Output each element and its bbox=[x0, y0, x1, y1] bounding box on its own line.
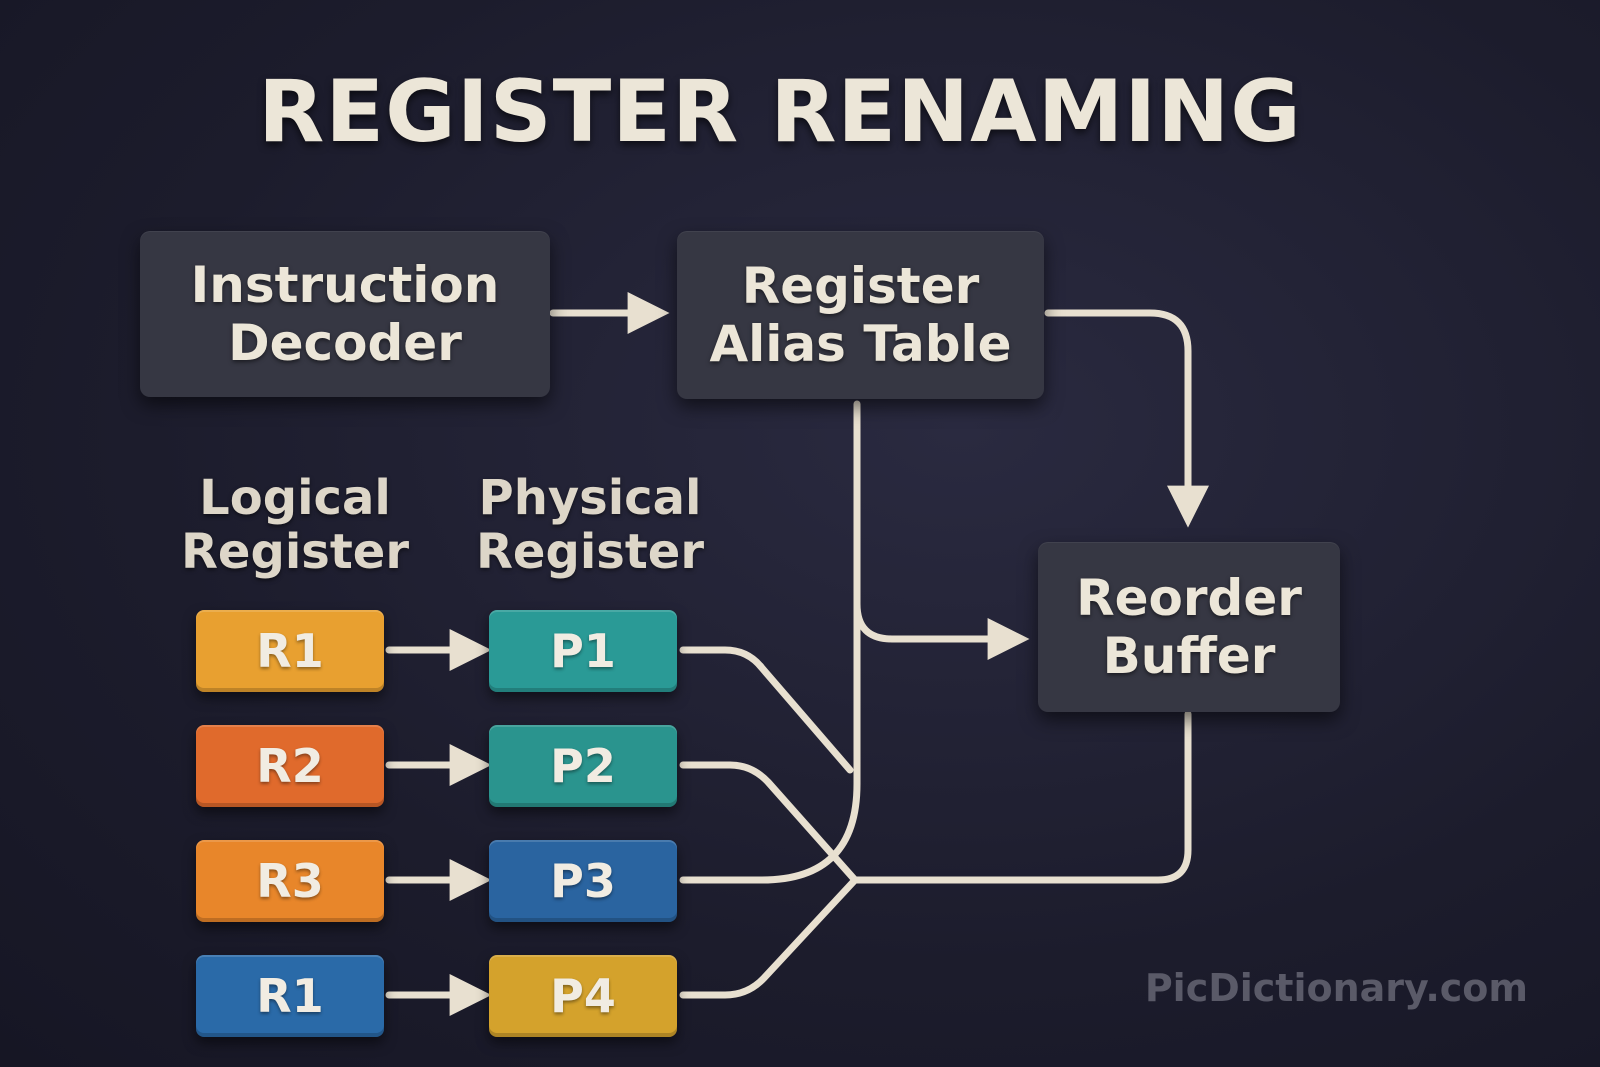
page-title: REGISTER RENAMING bbox=[258, 62, 1302, 162]
rat-label-line2: Alias Table bbox=[709, 315, 1012, 373]
arrow-rat-to-rob-top bbox=[1044, 309, 1209, 528]
physical-register-p1: P1 bbox=[489, 610, 677, 692]
logical-register-r1: R1 bbox=[196, 610, 384, 692]
logical-heading-line1: Logical bbox=[199, 470, 391, 526]
line-p1-to-bus bbox=[679, 646, 854, 774]
logical-heading-line2: Register bbox=[180, 524, 410, 580]
logical-register-r3: R3 bbox=[196, 840, 384, 922]
physical-register-p3: P3 bbox=[489, 840, 677, 922]
line-p2-to-bus bbox=[679, 761, 859, 884]
register-alias-table-block: Register Alias Table bbox=[677, 231, 1044, 399]
decoder-label-line1: Instruction bbox=[190, 256, 500, 314]
rob-label-line2: Buffer bbox=[1102, 627, 1276, 685]
reorder-buffer-block: Reorder Buffer bbox=[1038, 542, 1340, 712]
physical-heading-line2: Register bbox=[475, 524, 705, 580]
decoder-label-line2: Decoder bbox=[228, 314, 462, 372]
logical-register-heading: Logical Register bbox=[180, 471, 410, 579]
line-rat-to-p3 bbox=[679, 600, 861, 884]
arrow-rat-to-rob-side bbox=[853, 400, 1030, 660]
logical-register-r2: R2 bbox=[196, 725, 384, 807]
physical-register-heading: Physical Register bbox=[470, 471, 710, 579]
rob-label-line1: Reorder bbox=[1076, 569, 1302, 627]
line-rob-to-bus bbox=[851, 710, 1192, 884]
rat-label-line1: Register bbox=[741, 257, 980, 315]
physical-heading-line1: Physical bbox=[478, 470, 702, 526]
logical-register-r1-second: R1 bbox=[196, 955, 384, 1037]
physical-register-p4: P4 bbox=[489, 955, 677, 1037]
instruction-decoder-block: Instruction Decoder bbox=[140, 231, 550, 397]
line-p4-to-bus bbox=[679, 876, 859, 999]
physical-register-p2: P2 bbox=[489, 725, 677, 807]
watermark-text: PicDictionary.com bbox=[1144, 966, 1528, 1010]
